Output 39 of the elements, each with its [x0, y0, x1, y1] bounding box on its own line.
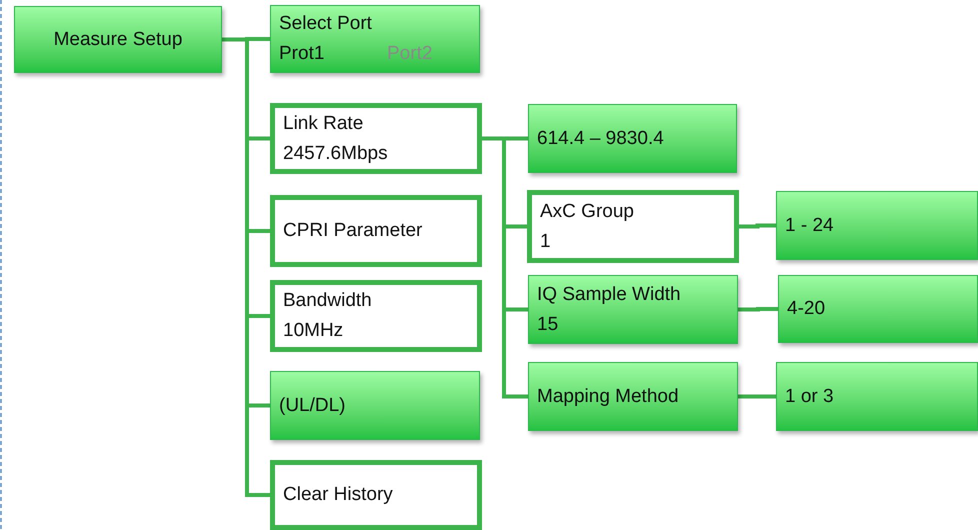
menu-label: 1 - 24 [785, 214, 834, 238]
value-text: 10MHz [283, 319, 344, 343]
value-text: 2457.6Mbps [283, 142, 388, 166]
menu-label: (UL/DL) [279, 394, 346, 418]
menu-box [528, 275, 738, 344]
menu-label: Mapping Method [537, 384, 679, 408]
menu-box [778, 275, 978, 343]
menu-label: Measure Setup [54, 28, 182, 52]
menu-label: 4-20 [787, 297, 826, 321]
menu-label: AxC Group [540, 200, 634, 224]
menu-label: CPRI Parameter [283, 219, 422, 243]
menu-label: Bandwidth [283, 289, 372, 313]
connector-line [739, 224, 776, 228]
menu-label: IQ Sample Width [537, 282, 681, 306]
menu-label: Clear History [283, 483, 393, 507]
menu-box [270, 195, 482, 267]
option-value: Port2 [387, 42, 432, 66]
menu-box [527, 190, 739, 263]
menu-box [776, 191, 978, 260]
menu-box [270, 280, 482, 352]
connector-line [738, 394, 776, 398]
menu-box [528, 362, 738, 431]
menu-box [14, 6, 222, 73]
menu-box [776, 362, 978, 431]
menu-label: Link Rate [283, 112, 364, 136]
menu-label: 614.4 – 9830.4 [537, 126, 664, 150]
menu-label: 1 or 3 [785, 384, 834, 408]
value-text: 15 [537, 312, 558, 336]
option-value: Prot1 [279, 42, 326, 66]
connector-line [222, 38, 270, 497]
menu-box [528, 104, 737, 173]
menu-box [270, 460, 482, 530]
menu-box [270, 371, 480, 440]
menu-box [270, 5, 480, 73]
connector-line [482, 136, 528, 398]
menu-box [270, 103, 482, 174]
menu-label: Select Port [279, 12, 372, 36]
value-text: 1 [540, 230, 551, 254]
connector-line [738, 307, 778, 312]
